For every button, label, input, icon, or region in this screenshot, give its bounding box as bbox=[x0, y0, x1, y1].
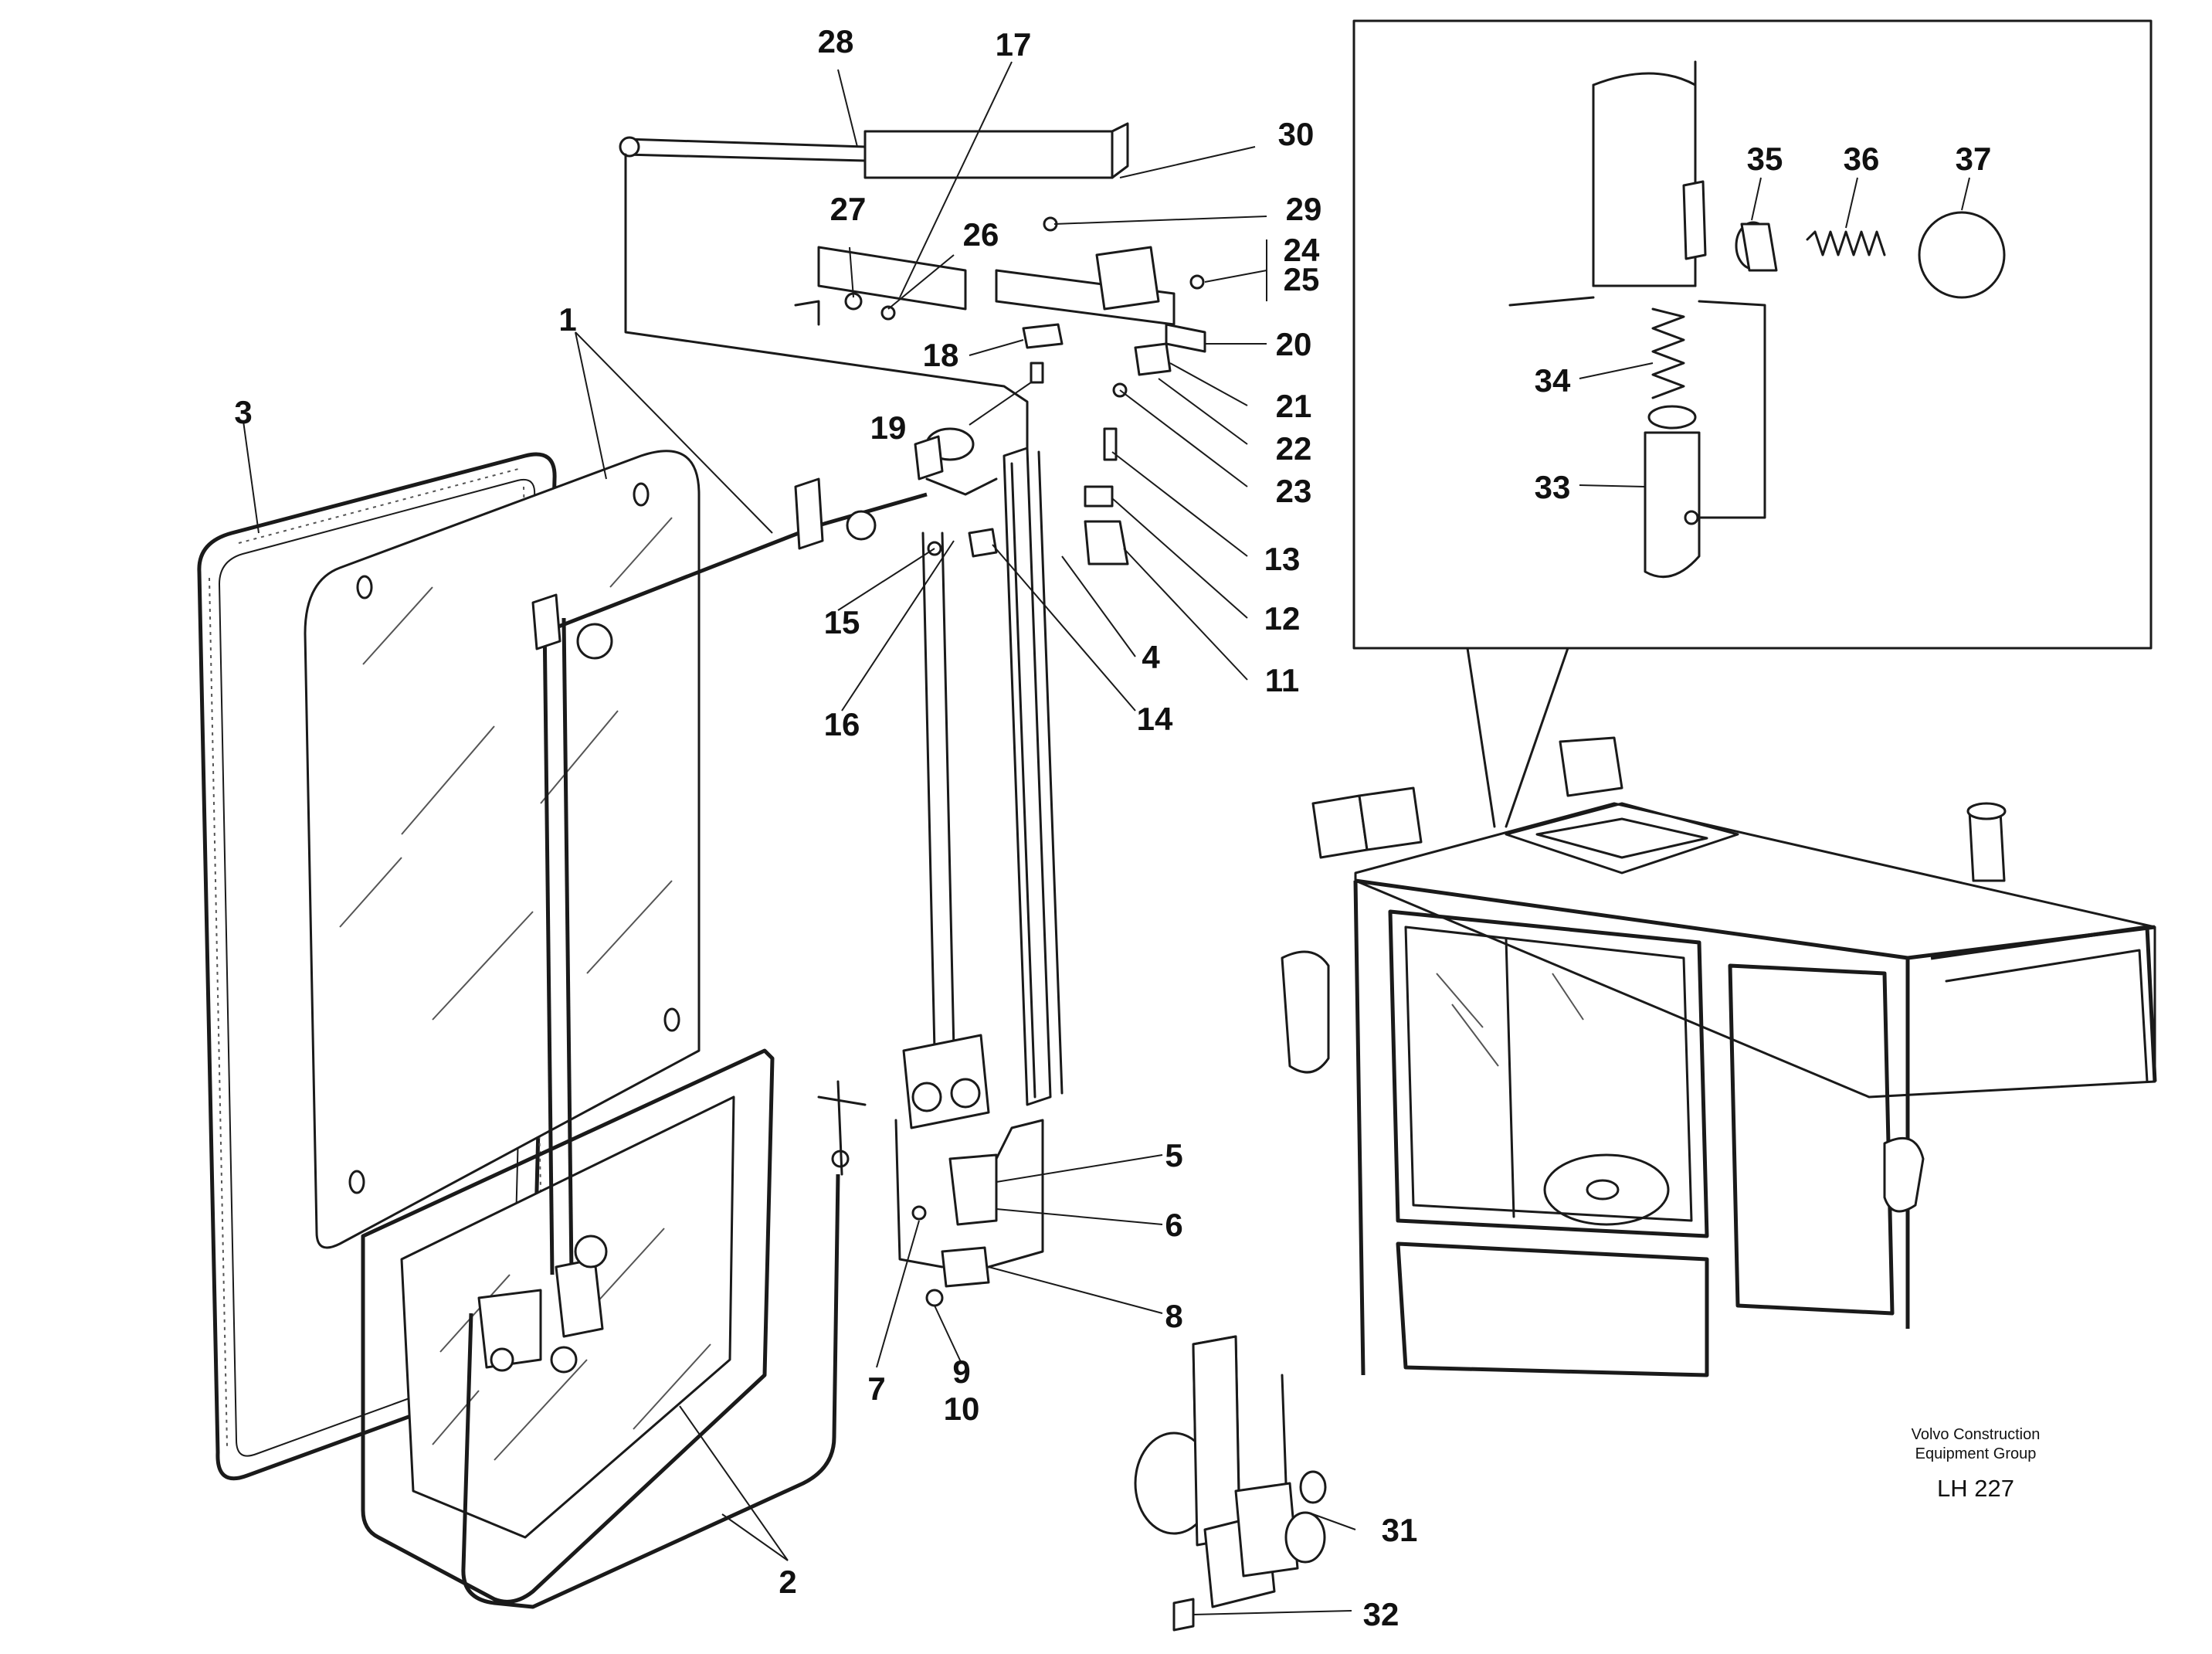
callout-25: 25 bbox=[1284, 261, 1320, 297]
caption-line-1: Volvo Construction bbox=[1912, 1426, 2041, 1443]
callout-10: 10 bbox=[944, 1391, 980, 1427]
callout-32: 32 bbox=[1363, 1596, 1399, 1632]
callout-21: 21 bbox=[1276, 388, 1312, 424]
callout-11: 11 bbox=[1265, 662, 1299, 698]
callout-7: 7 bbox=[867, 1370, 885, 1407]
small-fittings bbox=[927, 323, 1172, 565]
callout-19: 19 bbox=[870, 409, 907, 446]
top-guide-rail bbox=[794, 246, 1206, 353]
callout-16: 16 bbox=[824, 706, 860, 742]
callout-labels: 1 2 3 4 5 6 7 8 9 10 11 12 13 14 15 16 1… bbox=[234, 23, 1991, 1632]
callout-24: 24 bbox=[1284, 232, 1320, 268]
callout-8: 8 bbox=[1165, 1298, 1182, 1334]
gas-strut bbox=[619, 122, 1129, 450]
leader-lines bbox=[243, 61, 1970, 1615]
caption-line-2: Equipment Group bbox=[1915, 1445, 2037, 1462]
callout-2: 2 bbox=[779, 1564, 796, 1600]
callout-30: 30 bbox=[1278, 116, 1315, 152]
callout-15: 15 bbox=[824, 604, 860, 640]
callout-29: 29 bbox=[1286, 191, 1322, 227]
callout-33: 33 bbox=[1535, 469, 1571, 505]
callout-28: 28 bbox=[818, 23, 854, 59]
callout-31: 31 bbox=[1382, 1512, 1418, 1548]
callout-12: 12 bbox=[1264, 600, 1301, 637]
door-latch-assembly bbox=[1134, 1335, 1327, 1632]
pivot-pin bbox=[914, 427, 998, 496]
vertical-guide-rail bbox=[902, 447, 1064, 1129]
drawing-code: LH 227 bbox=[1937, 1475, 2014, 1502]
callout-13: 13 bbox=[1264, 541, 1301, 577]
callout-34: 34 bbox=[1535, 362, 1571, 399]
callout-17: 17 bbox=[996, 26, 1032, 63]
manufacturer-caption: Volvo Construction Equipment Group LH 22… bbox=[1912, 1426, 2041, 1502]
cab-overview bbox=[1281, 736, 2157, 1377]
callout-14: 14 bbox=[1137, 701, 1173, 737]
callout-35: 35 bbox=[1747, 141, 1783, 177]
callout-23: 23 bbox=[1276, 473, 1312, 509]
callout-3: 3 bbox=[234, 394, 252, 430]
detail-inset bbox=[1352, 19, 2153, 828]
callout-22: 22 bbox=[1276, 430, 1312, 467]
callout-1: 1 bbox=[558, 301, 576, 338]
callout-27: 27 bbox=[830, 191, 867, 227]
upper-glass-pane bbox=[304, 450, 701, 1249]
operating-rod bbox=[477, 477, 928, 1374]
callout-37: 37 bbox=[1956, 141, 1992, 177]
callout-4: 4 bbox=[1142, 639, 1160, 675]
callout-5: 5 bbox=[1165, 1137, 1182, 1173]
callout-26: 26 bbox=[963, 216, 999, 253]
callout-9: 9 bbox=[952, 1353, 970, 1390]
callout-6: 6 bbox=[1165, 1207, 1182, 1243]
lower-fittings bbox=[894, 1119, 1044, 1307]
callout-36: 36 bbox=[1844, 141, 1880, 177]
callout-18: 18 bbox=[923, 337, 959, 373]
callout-20: 20 bbox=[1276, 326, 1312, 362]
